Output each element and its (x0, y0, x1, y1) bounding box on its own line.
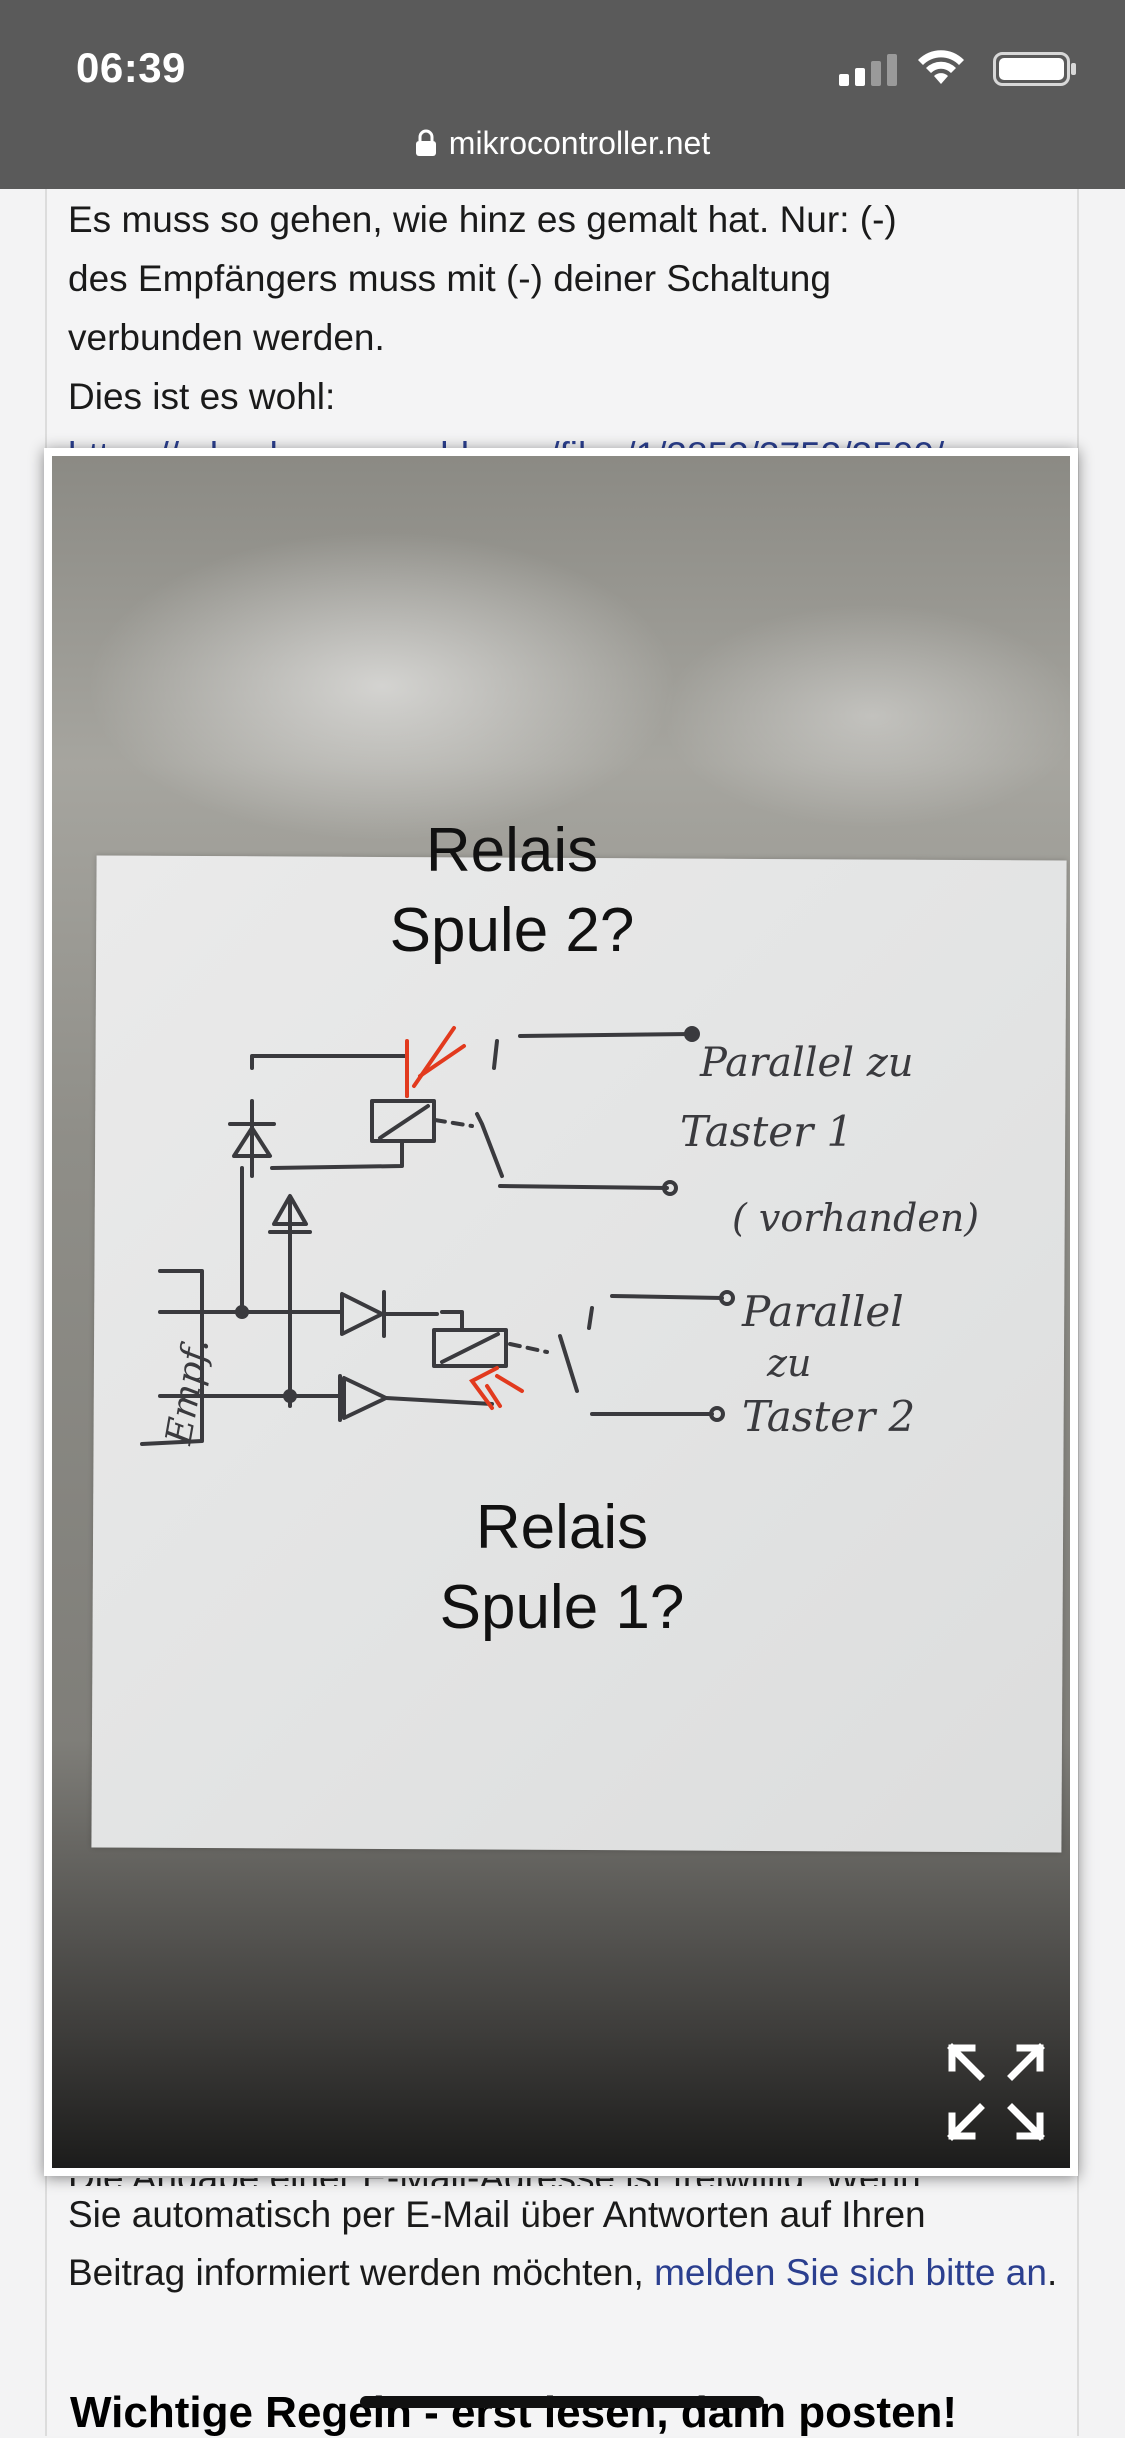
handwriting-parallel-2: Parallel (741, 1287, 904, 1336)
url-text: mikrocontroller.net (448, 124, 711, 161)
image-viewer[interactable]: Parallel zu Taster 1 ( vorhanden) Parall… (44, 448, 1078, 2176)
battery-icon (993, 52, 1076, 86)
schematic-photo: Parallel zu Taster 1 ( vorhanden) Parall… (52, 456, 1070, 2168)
post-line: des Empfängers muss mit (-) deiner Schal… (68, 258, 831, 299)
wifi-icon (918, 50, 964, 84)
handwriting-taster-2: Taster 2 (742, 1392, 915, 1441)
post-line: Dies ist es wohl: (68, 376, 336, 417)
cellular-signal-icon (839, 54, 897, 86)
address-bar[interactable]: mikrocontroller.net (0, 118, 1125, 168)
post-line: verbunden werden. (68, 317, 385, 358)
status-time: 06:39 (76, 44, 186, 91)
handwriting-vorhanden: ( vorhanden) (732, 1196, 979, 1240)
status-and-address-bar: 06:39 mikrocontroller.net (0, 0, 1125, 189)
handwriting-taster-1: Taster 1 (680, 1107, 853, 1156)
notice-line: Beitrag informiert werden möchten, melde… (68, 2252, 1058, 2293)
handwriting-zu: zu (766, 1341, 812, 1385)
expand-arrows-icon[interactable] (946, 2042, 1046, 2142)
label-relais-spule-2: Relais Spule 2? (389, 816, 635, 965)
lock-icon (415, 129, 436, 156)
home-indicator[interactable] (360, 2396, 764, 2408)
email-notice: Die Angabe einer E-Mail-Adresse ist frei… (68, 2178, 1058, 2302)
label-relais-spule-1: Relais Spule 1? (439, 1493, 685, 1642)
handwriting-parallel-1: Parallel zu (699, 1040, 914, 1086)
notice-line: Sie automatisch per E-Mail über Antworte… (68, 2194, 926, 2235)
hand-drawn-schematic: Parallel zu Taster 1 ( vorhanden) Parall… (140, 1026, 979, 1449)
handwriting-empf: Empf. (158, 1335, 217, 1448)
login-link[interactable]: melden Sie sich bitte an (654, 2252, 1047, 2293)
post-body: Es muss so gehen, wie hinz es gemalt hat… (68, 190, 1058, 485)
notice-partial-line: Die Angabe einer E-Mail-Adresse ist frei… (68, 2178, 1058, 2186)
post-line: Es muss so gehen, wie hinz es gemalt hat… (68, 199, 897, 240)
